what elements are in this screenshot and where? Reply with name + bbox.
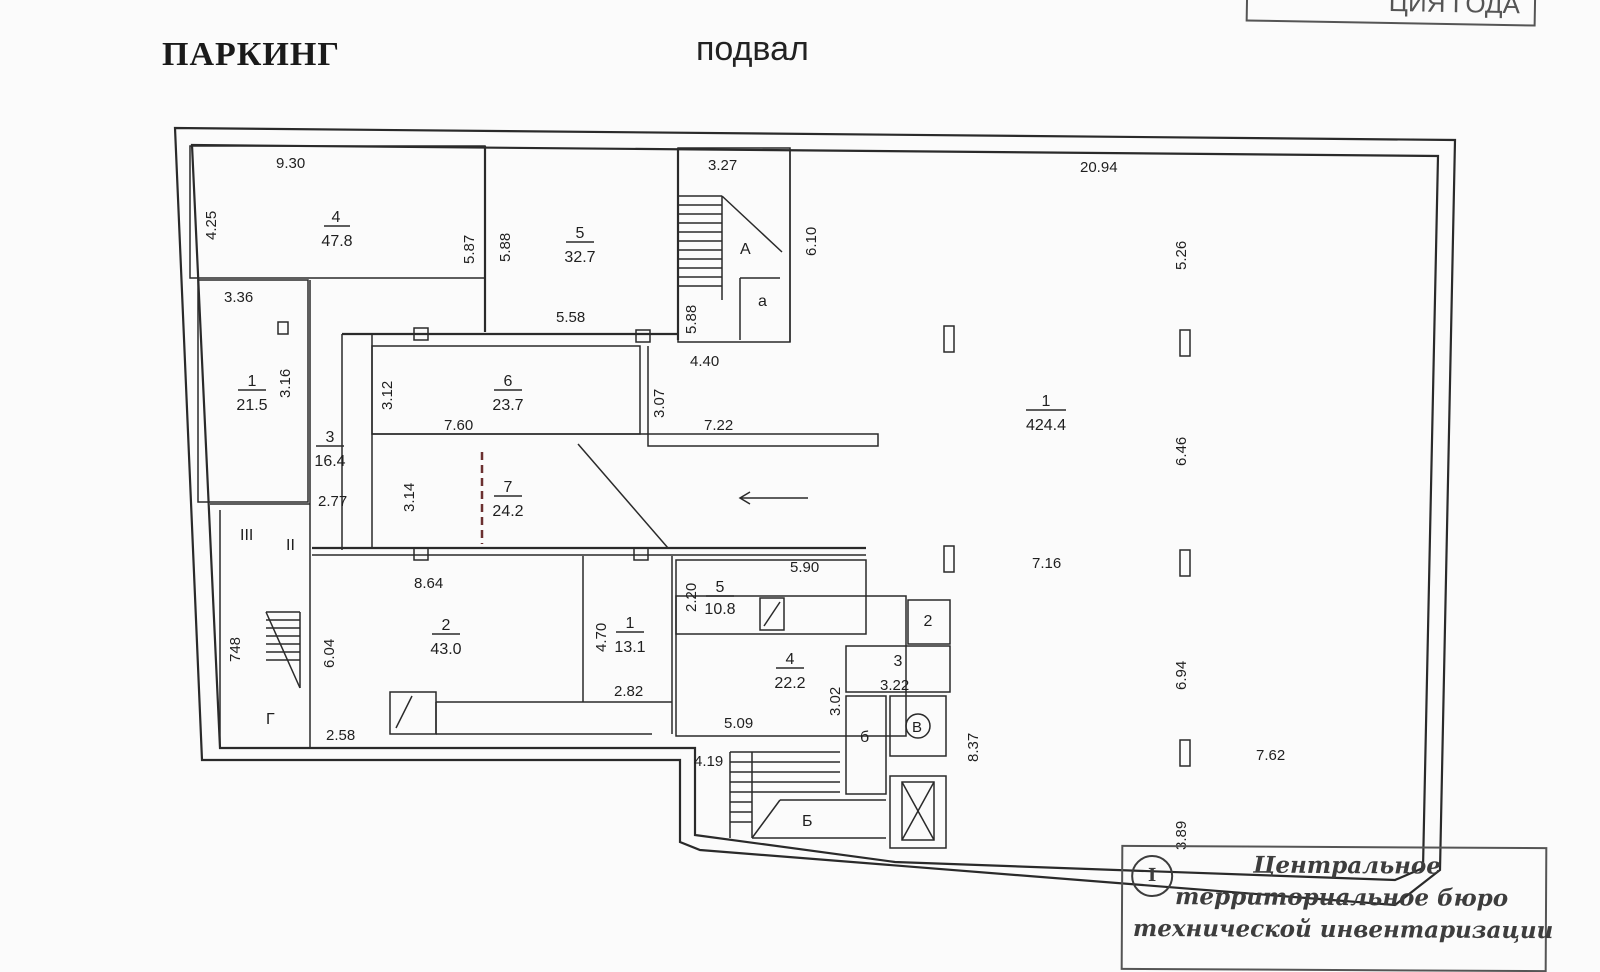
dimension-labels: 9.30 4.25 5.87 5.88 5.58 3.27 6.10 5.88 … — [203, 155, 1285, 850]
stair-b — [729, 751, 886, 839]
svg-text:2.82: 2.82 — [614, 683, 643, 700]
svg-text:6: 6 — [504, 373, 513, 390]
svg-text:3: 3 — [326, 429, 335, 446]
svg-text:6.46: 6.46 — [1173, 437, 1190, 466]
markers: А а Б б Г III II В — [240, 241, 922, 830]
svg-text:3.27: 3.27 — [708, 157, 737, 174]
svg-text:5.09: 5.09 — [724, 715, 753, 732]
stair-a — [678, 195, 783, 340]
svg-text:20.94: 20.94 — [1080, 159, 1118, 176]
stamp-line-3: технической инвентаризации — [1132, 914, 1554, 945]
svg-text:5: 5 — [716, 579, 725, 596]
stair-b-label: Б — [802, 813, 813, 830]
plan-heading: ПАРКИНГ — [162, 36, 340, 73]
svg-text:5.88: 5.88 — [683, 305, 700, 334]
svg-text:5.26: 5.26 — [1173, 241, 1190, 270]
room-1-mid: 1 13.1 — [614, 615, 645, 656]
svg-text:7.60: 7.60 — [444, 417, 473, 434]
room-2-small: 2 — [924, 613, 933, 630]
room-4-mid: 4 22.2 — [774, 651, 805, 692]
svg-text:2.58: 2.58 — [326, 727, 355, 744]
elevator-label: В — [912, 719, 922, 736]
room-1-left: 1 21.5 — [236, 373, 267, 414]
svg-text:5.87: 5.87 — [461, 235, 478, 264]
inventory-stamp: I Центральное территориальное бюро техни… — [1120, 844, 1553, 972]
svg-text:3.89: 3.89 — [1173, 821, 1190, 850]
room-3-small: 3 — [894, 653, 903, 670]
partitions — [189, 145, 1191, 849]
svg-text:9.30: 9.30 — [276, 155, 305, 172]
stair-g — [265, 611, 301, 689]
stair-b-small-label: б — [860, 729, 869, 746]
svg-text:2: 2 — [442, 617, 451, 634]
svg-text:4: 4 — [786, 651, 795, 668]
svg-text:5.90: 5.90 — [790, 559, 819, 576]
svg-text:5: 5 — [576, 225, 585, 242]
svg-text:23.7: 23.7 — [492, 397, 523, 414]
svg-text:21.5: 21.5 — [236, 397, 267, 414]
svg-text:2.77: 2.77 — [318, 493, 347, 510]
svg-text:6.94: 6.94 — [1173, 661, 1190, 690]
svg-text:3.07: 3.07 — [651, 389, 668, 418]
room-6: 6 23.7 — [492, 373, 523, 414]
room-2: 2 43.0 — [430, 617, 461, 658]
stamp-line-2: территориальное бюро — [1174, 883, 1509, 912]
svg-text:4: 4 — [332, 209, 341, 226]
svg-text:7.62: 7.62 — [1256, 747, 1285, 764]
svg-text:8.37: 8.37 — [965, 733, 982, 762]
plan-subheading: подвал — [696, 30, 809, 68]
svg-text:5.58: 5.58 — [556, 309, 585, 326]
svg-text:43.0: 43.0 — [430, 641, 461, 658]
svg-text:4.70: 4.70 — [593, 623, 610, 652]
svg-text:16.4: 16.4 — [314, 453, 345, 470]
svg-text:3.12: 3.12 — [379, 381, 396, 410]
svg-text:7.22: 7.22 — [704, 417, 733, 434]
svg-text:3.36: 3.36 — [224, 289, 253, 306]
outer-walls — [173, 126, 1457, 907]
emblem-icon: I — [1131, 854, 1174, 898]
svg-text:4.19: 4.19 — [694, 753, 723, 770]
stair-a-label: А — [740, 241, 751, 258]
section-ii-label: II — [286, 537, 295, 554]
svg-text:2.20: 2.20 — [683, 583, 700, 612]
svg-text:4.40: 4.40 — [690, 353, 719, 370]
room-5-mid: 5 10.8 — [704, 579, 735, 618]
stair-a-small-label: а — [758, 293, 767, 310]
svg-text:8.64: 8.64 — [414, 575, 443, 592]
room-labels: 4 47.8 5 32.7 1 21.5 6 23.7 3 16.4 7 24.… — [236, 209, 1066, 692]
svg-text:6.04: 6.04 — [321, 639, 338, 668]
room-1-main: 1 424.4 — [1026, 393, 1066, 434]
section-iii-label: III — [240, 527, 253, 544]
svg-text:3.02: 3.02 — [827, 687, 844, 716]
svg-text:22.2: 22.2 — [774, 675, 805, 692]
svg-text:4.25: 4.25 — [203, 211, 220, 240]
svg-text:748: 748 — [227, 637, 244, 662]
svg-text:1: 1 — [1042, 393, 1051, 410]
svg-text:24.2: 24.2 — [492, 503, 523, 520]
stair-g-label: Г — [266, 711, 275, 728]
svg-text:7.16: 7.16 — [1032, 555, 1061, 572]
svg-text:6.10: 6.10 — [803, 227, 820, 256]
svg-text:1: 1 — [626, 615, 635, 632]
svg-text:1: 1 — [248, 373, 257, 390]
svg-text:424.4: 424.4 — [1026, 417, 1066, 434]
svg-text:32.7: 32.7 — [564, 249, 595, 266]
stamp-line-1: Центральное — [1253, 851, 1441, 880]
room-3: 3 16.4 — [314, 429, 345, 470]
room-5-top: 5 32.7 — [564, 225, 595, 266]
svg-text:10.8: 10.8 — [704, 601, 735, 618]
room-7: 7 24.2 — [492, 479, 523, 520]
svg-text:3.16: 3.16 — [277, 369, 294, 398]
svg-text:3.22: 3.22 — [880, 677, 909, 694]
svg-text:3.14: 3.14 — [401, 483, 418, 512]
svg-text:5.88: 5.88 — [497, 233, 514, 262]
room-4-top: 4 47.8 — [321, 209, 352, 250]
svg-text:7: 7 — [504, 479, 513, 496]
svg-text:13.1: 13.1 — [614, 639, 645, 656]
svg-text:47.8: 47.8 — [321, 233, 352, 250]
